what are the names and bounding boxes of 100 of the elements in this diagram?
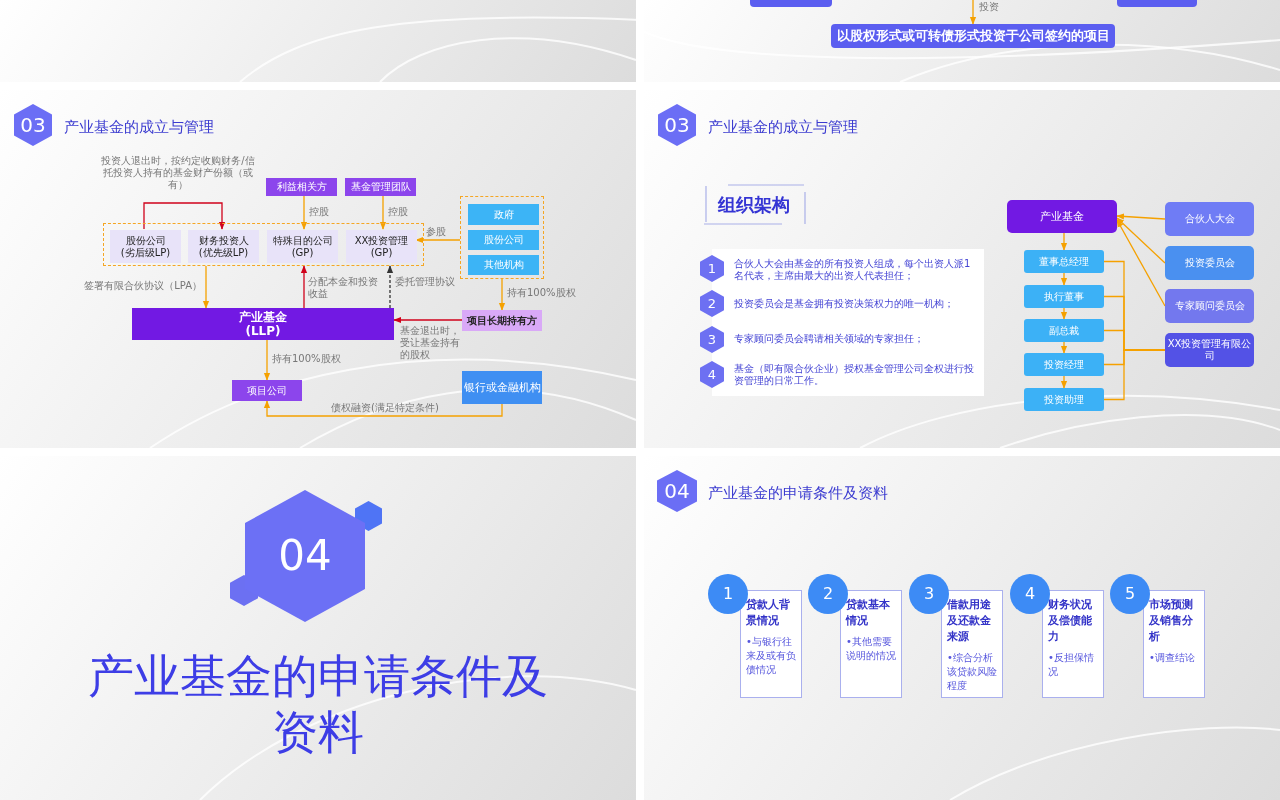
card-heading: 贷款人背景情况: [746, 597, 791, 629]
box-label: 利益相关方: [276, 181, 327, 193]
box-label: 投资经理: [1044, 358, 1084, 371]
step-number: 4: [1024, 584, 1036, 604]
org-box: [1024, 353, 1104, 376]
org-box: [1007, 200, 1117, 233]
connector-arrow: [969, 0, 977, 25]
box-label: 董事总经理: [1039, 255, 1089, 268]
box-label: 项目公司: [247, 384, 287, 397]
entity-role: (劣后级LP): [120, 246, 171, 259]
box-label: XX投资管理有限公司: [1166, 338, 1253, 362]
box-label: 合伙人大会: [1184, 213, 1235, 225]
number-hexagon: [700, 255, 724, 282]
process-box: [831, 24, 1115, 48]
entity-role: (GP): [291, 246, 314, 259]
org-box: [1024, 388, 1104, 411]
connector-arrow: [1060, 307, 1068, 320]
edge-label: 控股: [309, 206, 330, 218]
box-label: 投资委员会: [1184, 257, 1235, 269]
section-number: 04: [278, 530, 332, 582]
connector-arrow: [1060, 232, 1068, 251]
entity-box: [468, 204, 539, 225]
group-frame: [103, 223, 424, 266]
edge-label: 持有100%股权: [507, 287, 577, 299]
number-hexagon: [700, 290, 724, 317]
org-box: [1165, 246, 1254, 280]
connector-arrow: [415, 236, 461, 244]
section-number: 03: [20, 113, 46, 137]
edge-label: 参股: [426, 226, 447, 238]
connector-arrow: [393, 316, 463, 324]
edge-label: 持有100%股权: [272, 353, 342, 365]
box-label: 副总裁: [1049, 324, 1079, 337]
edge-label: 委托管理协议: [395, 276, 456, 288]
box-label: 产业基金: [239, 309, 287, 324]
entity-box: [110, 230, 181, 263]
section-number: 04: [664, 479, 690, 503]
org-box: [1024, 250, 1104, 273]
info-card: [1143, 590, 1205, 698]
connector-arrow: [263, 339, 271, 381]
connector-arrow: [1060, 272, 1068, 286]
connector-arrow: [1116, 217, 1166, 264]
entity-box: [468, 255, 539, 275]
box-label: 股份公司: [483, 234, 524, 246]
entity-name: 特殊目的公司: [272, 234, 333, 247]
box-label: 银行或金融机构: [463, 380, 541, 395]
org-box: [1024, 285, 1104, 308]
connector-arrow: [498, 278, 506, 311]
box-label: 投资助理: [1044, 393, 1084, 406]
section-heading: 组织架构: [718, 193, 791, 217]
info-card: [740, 590, 802, 698]
number-hexagon: [700, 326, 724, 353]
step-number: 1: [722, 584, 734, 604]
item-number: 2: [707, 295, 717, 312]
entity-box: [266, 178, 337, 196]
step-number: 3: [923, 584, 935, 604]
box-sublabel: (LLP): [245, 324, 281, 339]
card-heading: 市场预测及销售分析: [1149, 597, 1194, 645]
box-label: 政府: [493, 208, 514, 221]
edge-label: 签署有限合伙协议（LPA）: [83, 280, 202, 292]
connector-arrow: [263, 400, 503, 417]
entity-name: 财务投资人: [198, 234, 249, 247]
box-label: 以股权形式或可转债形式投资于公司签约的项目: [836, 28, 1110, 44]
connector-arrow: [379, 195, 387, 230]
connector-arrow: [1060, 375, 1068, 389]
entity-box: [462, 371, 542, 404]
edge-label: 分配本金和投资收益: [308, 276, 379, 300]
box-label: 项目长期持有方: [467, 314, 537, 327]
group-frame: [460, 196, 544, 279]
number-hexagon: [657, 470, 697, 512]
slide-title: 产业基金的成立与管理: [708, 117, 859, 137]
connector-arrow: [202, 265, 210, 309]
connector-arrow: [386, 265, 394, 309]
card-text: •反担保情况: [1048, 651, 1095, 679]
connector-arrow: [300, 195, 308, 230]
list-item-text: 专家顾问委员会聘请相关领域的专家担任；: [734, 333, 925, 345]
card-heading: 贷款基本情况: [846, 597, 891, 629]
entity-role: (GP): [370, 246, 393, 259]
number-hexagon: [658, 104, 696, 146]
number-hexagon: [700, 361, 724, 388]
connector-arrow: [1116, 219, 1166, 307]
list-item-text: 基金（即有限合伙企业）授权基金管理公司全权进行投资管理的日常工作。: [734, 363, 974, 387]
box-label: 专家顾问委员会: [1174, 300, 1245, 312]
connector-arrow: [300, 265, 308, 309]
info-card: [941, 590, 1003, 698]
entity-box: [345, 178, 416, 196]
card-text: •调查结论: [1149, 651, 1195, 665]
card-text: •与银行往来及或有负债情况: [746, 635, 796, 677]
org-box: [1165, 202, 1254, 236]
entity-box: [468, 230, 539, 250]
edge-label: 投资人退出时，按约定收购财务/信托投资人持有的基金财产份额（或有）: [100, 155, 256, 191]
box-label: 执行董事: [1044, 290, 1084, 303]
connector-arrow: [143, 202, 226, 230]
edge-label: 基金退出时，受让基金持有的股权: [400, 325, 461, 361]
list-item-text: 合伙人大会由基金的所有投资人组成，每个出资人派1名代表，主席由最大的出资人代表担任；: [734, 258, 972, 282]
section-number: 03: [664, 113, 690, 137]
item-number: 3: [707, 331, 717, 348]
entity-name: XX投资管理: [354, 234, 409, 247]
entity-box: [267, 230, 338, 263]
slide-title: 产业基金的申请条件及资料: [708, 483, 889, 503]
edge-label: 投资: [979, 1, 1000, 13]
